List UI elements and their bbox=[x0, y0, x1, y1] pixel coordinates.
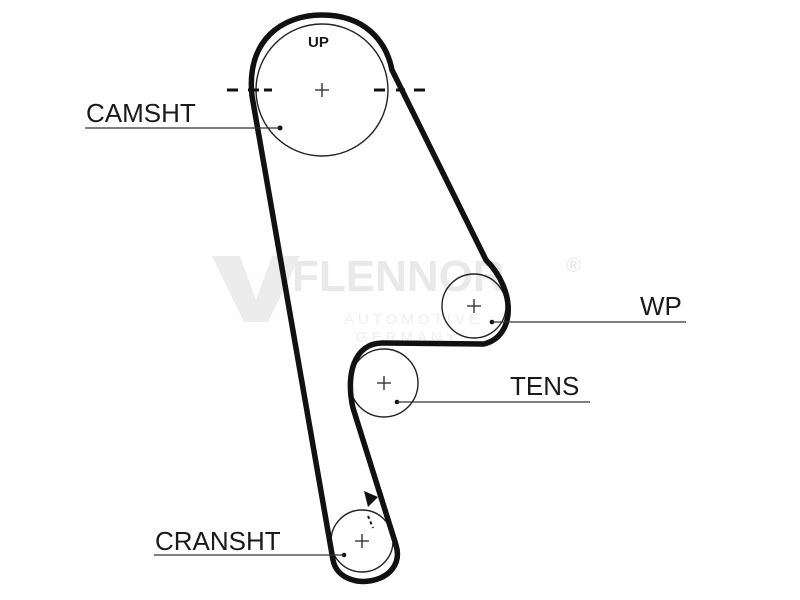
label-up: UP bbox=[308, 34, 329, 51]
watermark-logo-mark bbox=[212, 256, 300, 322]
label-camshaft: CAMSHT bbox=[86, 98, 196, 128]
crankshaft-center-cross bbox=[355, 534, 369, 548]
label-tensioner: TENS bbox=[510, 371, 579, 401]
leader-lines bbox=[85, 127, 686, 556]
tensioner-pulley bbox=[349, 348, 419, 418]
direction-arrow-icon bbox=[364, 491, 378, 507]
watermark-registered: ® bbox=[566, 255, 581, 277]
watermark-brand: FLENNOR bbox=[292, 252, 505, 301]
label-crankshaft: CRANSHT bbox=[155, 526, 281, 556]
label-water-pump: WP bbox=[640, 291, 682, 321]
flennor-watermark: FLENNOR ® AUTOMOTIVE GERMANY bbox=[212, 252, 581, 346]
timing-belt bbox=[248, 12, 511, 585]
camshaft-center-cross bbox=[315, 83, 329, 97]
crankshaft-tdc-mark bbox=[367, 515, 374, 529]
water-pump-center-cross bbox=[467, 299, 481, 313]
watermark-line1: AUTOMOTIVE bbox=[344, 311, 483, 328]
tensioner-center-cross bbox=[377, 376, 391, 390]
